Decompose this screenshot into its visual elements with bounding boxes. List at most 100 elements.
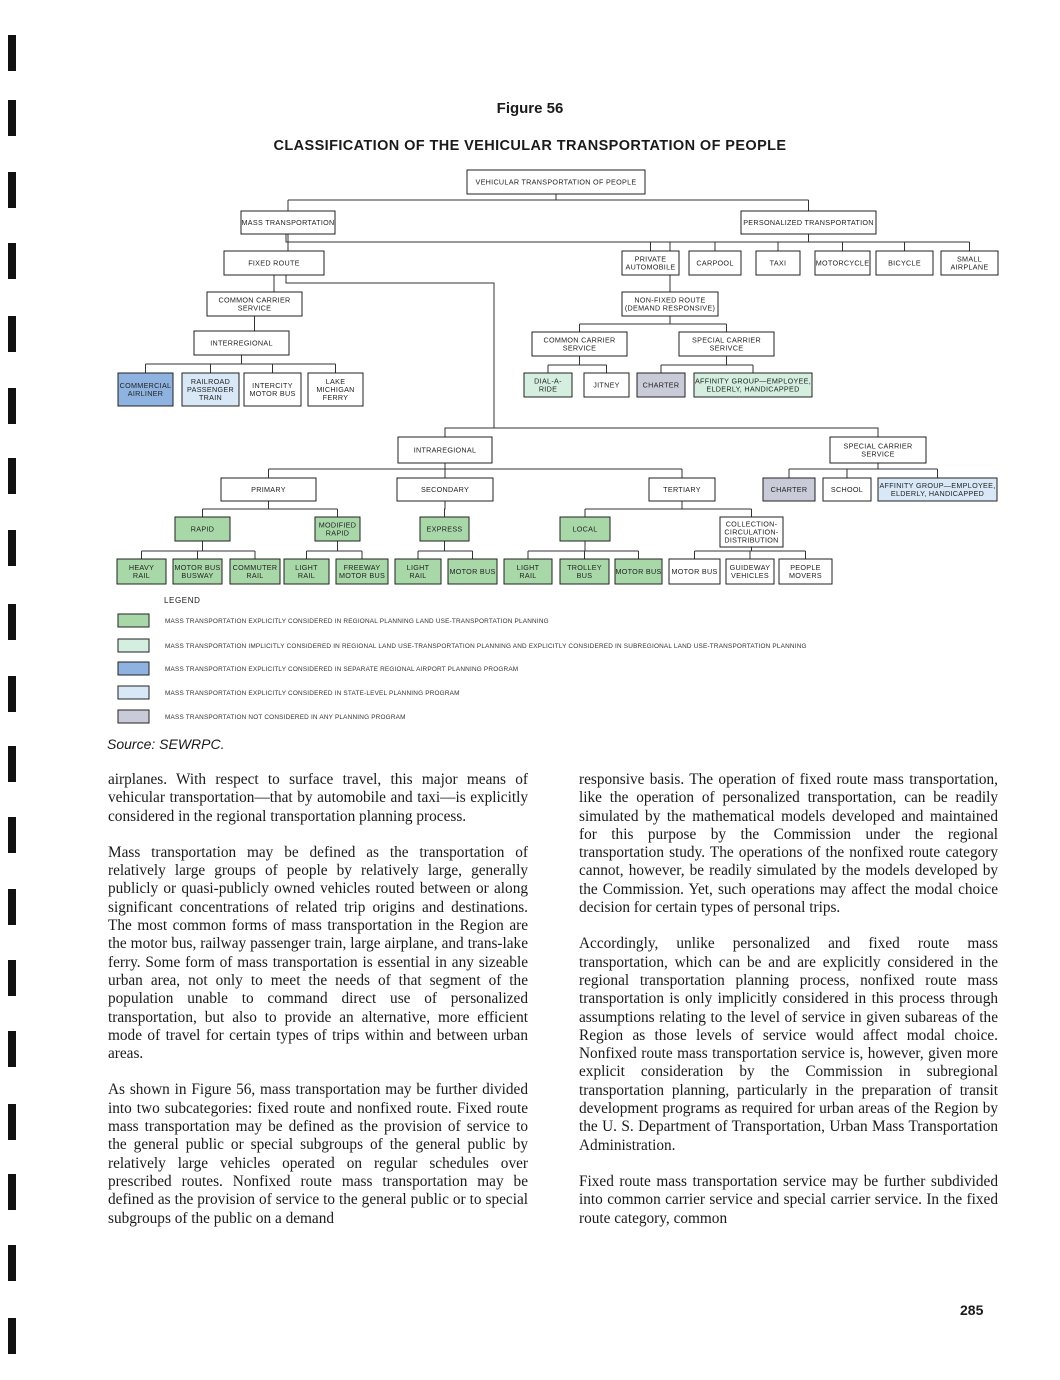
figure-label: Figure 56 xyxy=(496,100,564,117)
node-label: LOCAL xyxy=(572,525,597,534)
binding-hole xyxy=(8,889,16,925)
node-intraregional: INTRAREGIONAL xyxy=(397,436,493,464)
node-label: INTERREGIONAL xyxy=(210,339,273,348)
node-label: RAIL xyxy=(133,571,150,580)
node-root: VEHICULAR TRANSPORTATION OF PEOPLE xyxy=(466,169,646,195)
node-motorcycle: MOTORCYCLE xyxy=(814,250,871,276)
node-label: LIGHT xyxy=(407,563,430,572)
node-label: COMMON CARRIER xyxy=(543,335,615,344)
binding-hole xyxy=(8,1174,16,1210)
node-label: INTRAREGIONAL xyxy=(414,446,477,455)
node-label: AUTOMOBILE xyxy=(626,263,676,272)
node-label: FREEWAY xyxy=(344,563,381,572)
paragraph: Mass transportation may be defined as th… xyxy=(108,843,528,1063)
node-label: MOTOR BUS xyxy=(449,567,495,576)
node-collection: COLLECTION-CIRCULATION-DISTRIBUTION xyxy=(719,516,784,548)
node-label: SECONDARY xyxy=(421,485,469,494)
binding-hole xyxy=(8,172,16,208)
body-column-left: airplanes. With respect to surface trave… xyxy=(108,771,528,1246)
node-label: PRIVATE xyxy=(635,254,667,263)
node-label: SERVICE xyxy=(238,304,272,313)
node-nonfixed: NON-FIXED ROUTE(DEMAND RESPONSIVE) xyxy=(621,291,719,317)
paragraph: Fixed route mass transportation service … xyxy=(579,1172,998,1227)
node-label: MOTOR BUS xyxy=(671,567,717,576)
node-label: BUSWAY xyxy=(181,571,213,580)
node-label: CHARTER xyxy=(643,381,680,390)
connector-line xyxy=(444,501,446,517)
body-column-right: responsive basis. The operation of fixed… xyxy=(579,771,998,1246)
figure-source: Source: SEWRPC. xyxy=(107,736,225,752)
node-motor-bus-2: MOTOR BUS xyxy=(614,558,663,585)
node-label: INTERCITY xyxy=(252,381,293,390)
node-secondary: SECONDARY xyxy=(396,477,494,502)
node-label: RAPID xyxy=(191,525,214,534)
binding-hole xyxy=(8,100,16,136)
paragraph: Accordingly, unlike personalized and fix… xyxy=(579,935,998,1154)
legend-swatch xyxy=(117,685,150,700)
node-label: AIRLINER xyxy=(128,389,164,398)
legend-text: MASS TRANSPORTATION EXPLICITLY CONSIDERE… xyxy=(165,618,549,625)
node-label: BICYCLE xyxy=(888,259,921,268)
node-school: SCHOOL xyxy=(822,477,872,502)
node-local: LOCAL xyxy=(559,516,611,542)
node-label: DISTRIBUTION xyxy=(724,536,778,545)
node-label: RAIL xyxy=(298,571,315,580)
binding-hole xyxy=(8,388,16,424)
node-label: GUIDEWAY xyxy=(730,563,771,572)
node-label: JITNEY xyxy=(593,381,620,390)
node-label: ELDERLY, HANDICAPPED xyxy=(891,489,984,498)
node-label: SCHOOL xyxy=(831,485,863,494)
node-label: AIRPLANE xyxy=(951,263,989,272)
legend-swatch xyxy=(117,661,150,676)
node-label: PERSONALIZED TRANSPORTATION xyxy=(743,218,874,227)
node-label: COMMON CARRIER xyxy=(218,295,290,304)
node-primary: PRIMARY xyxy=(220,477,317,502)
node-label: BUS xyxy=(577,571,593,580)
binding-hole xyxy=(8,458,16,494)
node-label: VEHICULAR TRANSPORTATION OF PEOPLE xyxy=(475,178,636,187)
binding-hole xyxy=(8,817,16,853)
node-label: RAIL xyxy=(246,571,263,580)
node-label: MOTOR BUS xyxy=(339,571,385,580)
node-label: SMALL xyxy=(957,254,982,263)
node-label: MICHIGAN xyxy=(316,385,354,394)
node-label: LIGHT xyxy=(517,563,540,572)
node-fixed-route: FIXED ROUTE xyxy=(223,250,325,276)
binding-hole xyxy=(8,243,16,279)
node-label: (DEMAND RESPONSIVE) xyxy=(625,304,715,313)
node-label: CHARTER xyxy=(771,485,808,494)
node-label: TAXI xyxy=(770,259,787,268)
connector-line xyxy=(494,427,879,437)
node-bicycle: BICYCLE xyxy=(875,250,934,276)
node-label: PRIMARY xyxy=(251,485,286,494)
binding-hole xyxy=(8,960,16,996)
legend-text: MASS TRANSPORTATION IMPLICITLY CONSIDERE… xyxy=(165,643,807,650)
node-label: DIAL-A- xyxy=(534,376,562,385)
node-label: TERTIARY xyxy=(663,485,701,494)
node-motor-bus-1: MOTOR BUS xyxy=(447,558,498,585)
node-label: FERRY xyxy=(323,393,349,402)
node-label: RAILROAD xyxy=(191,377,230,386)
node-label: SPECIAL CARRIER xyxy=(692,335,761,344)
node-personalized: PERSONALIZED TRANSPORTATION xyxy=(740,210,877,235)
node-label: MOVERS xyxy=(789,571,822,580)
node-interregional: INTERREGIONAL xyxy=(193,330,290,356)
node-label: SERVICE xyxy=(861,450,895,459)
figure-title: CLASSIFICATION OF THE VEHICULAR TRANSPOR… xyxy=(273,138,787,154)
node-label: ELDERLY, HANDICAPPED xyxy=(706,385,799,394)
node-jitney: JITNEY xyxy=(583,372,630,398)
node-label: MOTORCYCLE xyxy=(816,259,870,268)
node-label: AFFINITY GROUP—EMPLOYEE, xyxy=(879,481,995,490)
legend-swatch xyxy=(117,709,150,724)
